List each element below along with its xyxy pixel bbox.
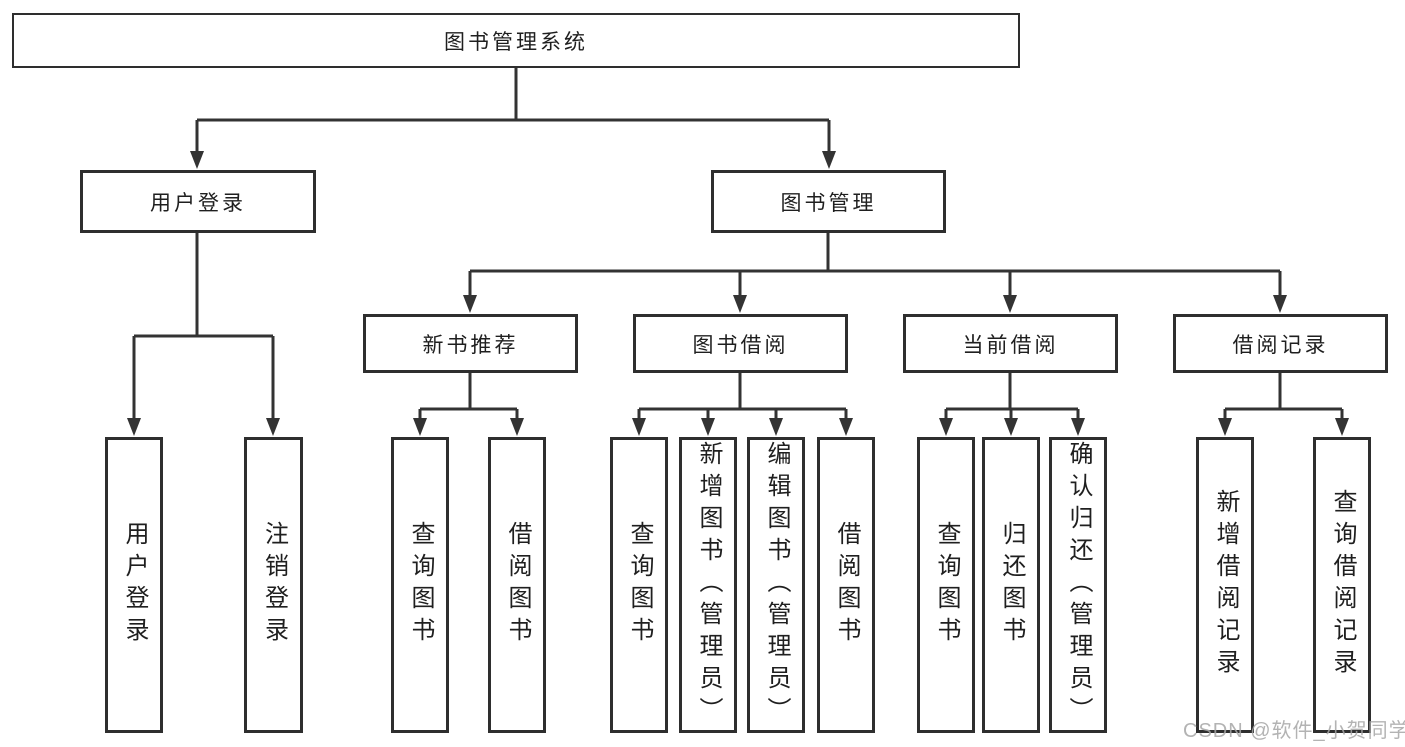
node-label: 确认归还（管理员） bbox=[1065, 441, 1092, 729]
arrow-down-icon bbox=[701, 418, 715, 436]
arrow-down-icon bbox=[632, 418, 646, 436]
arrow-down-icon bbox=[127, 418, 141, 436]
node-label: 归还图书 bbox=[998, 521, 1025, 649]
node-label: 图书管理 bbox=[780, 191, 877, 215]
node-new-book-recommend: 新书推荐 bbox=[363, 314, 578, 373]
node-label: 新增借阅记录 bbox=[1212, 489, 1239, 681]
node-label: 用户登录 bbox=[121, 521, 148, 649]
node-label: 查询图书 bbox=[407, 521, 434, 649]
node-label: 新增图书（管理员） bbox=[695, 441, 722, 729]
node-label: 查询图书 bbox=[626, 521, 653, 649]
arrow-down-icon bbox=[822, 151, 836, 169]
node-label: 新书推荐 bbox=[422, 333, 519, 357]
node-book-management: 图书管理 bbox=[711, 170, 946, 233]
arrow-down-icon bbox=[733, 295, 747, 313]
leaf-query-books: 查询图书 bbox=[391, 437, 449, 733]
arrow-down-icon bbox=[1004, 418, 1018, 436]
leaf-logout: 注销登录 bbox=[244, 437, 303, 733]
node-label: 图书借阅 bbox=[692, 333, 789, 357]
leaf-confirm-return-admin: 确认归还（管理员） bbox=[1049, 437, 1107, 733]
arrow-down-icon bbox=[463, 295, 477, 313]
leaf-borrow-books: 借阅图书 bbox=[817, 437, 875, 733]
node-label: 查询图书 bbox=[933, 521, 960, 649]
node-current-borrowing: 当前借阅 bbox=[903, 314, 1118, 373]
node-label: 注销登录 bbox=[260, 521, 288, 649]
arrow-down-icon bbox=[1071, 418, 1085, 436]
arrow-down-icon bbox=[190, 151, 204, 169]
csdn-watermark: CSDN @软件_小贺同学 bbox=[1183, 720, 1405, 742]
arrow-down-icon bbox=[839, 418, 853, 436]
node-label: 图书管理系统 bbox=[444, 30, 588, 54]
node-label: 编辑图书（管理员） bbox=[763, 441, 790, 729]
leaf-edit-books-admin: 编辑图书（管理员） bbox=[747, 437, 805, 733]
arrow-down-icon bbox=[1218, 418, 1232, 436]
arrow-down-icon bbox=[266, 418, 280, 436]
arrow-down-icon bbox=[769, 418, 783, 436]
leaf-query-books: 查询图书 bbox=[917, 437, 975, 733]
node-label: 用户登录 bbox=[150, 191, 246, 215]
node-library-management-system: 图书管理系统 bbox=[12, 13, 1020, 68]
leaf-borrow-books: 借阅图书 bbox=[488, 437, 546, 733]
node-label: 借阅记录 bbox=[1232, 333, 1329, 357]
arrow-down-icon bbox=[510, 418, 524, 436]
node-label: 查询借阅记录 bbox=[1329, 489, 1356, 681]
node-book-borrowing: 图书借阅 bbox=[633, 314, 848, 373]
arrow-down-icon bbox=[1003, 295, 1017, 313]
leaf-add-books-admin: 新增图书（管理员） bbox=[679, 437, 737, 733]
node-label: 借阅图书 bbox=[833, 521, 860, 649]
arrow-down-icon bbox=[939, 418, 953, 436]
arrow-down-icon bbox=[1335, 418, 1349, 436]
connector-path bbox=[132, 68, 1344, 420]
node-label: 借阅图书 bbox=[504, 521, 531, 649]
leaf-add-borrow-record: 新增借阅记录 bbox=[1196, 437, 1254, 733]
leaf-query-borrow-record: 查询借阅记录 bbox=[1313, 437, 1371, 733]
leaf-return-books: 归还图书 bbox=[982, 437, 1040, 733]
arrow-down-icon bbox=[413, 418, 427, 436]
node-label: 当前借阅 bbox=[962, 333, 1059, 357]
arrowhead-icons bbox=[127, 151, 1349, 436]
node-borrow-records: 借阅记录 bbox=[1173, 314, 1388, 373]
node-user-login: 用户登录 bbox=[80, 170, 316, 233]
leaf-user-login: 用户登录 bbox=[105, 437, 163, 733]
arrow-down-icon bbox=[1273, 295, 1287, 313]
leaf-query-books: 查询图书 bbox=[610, 437, 668, 733]
